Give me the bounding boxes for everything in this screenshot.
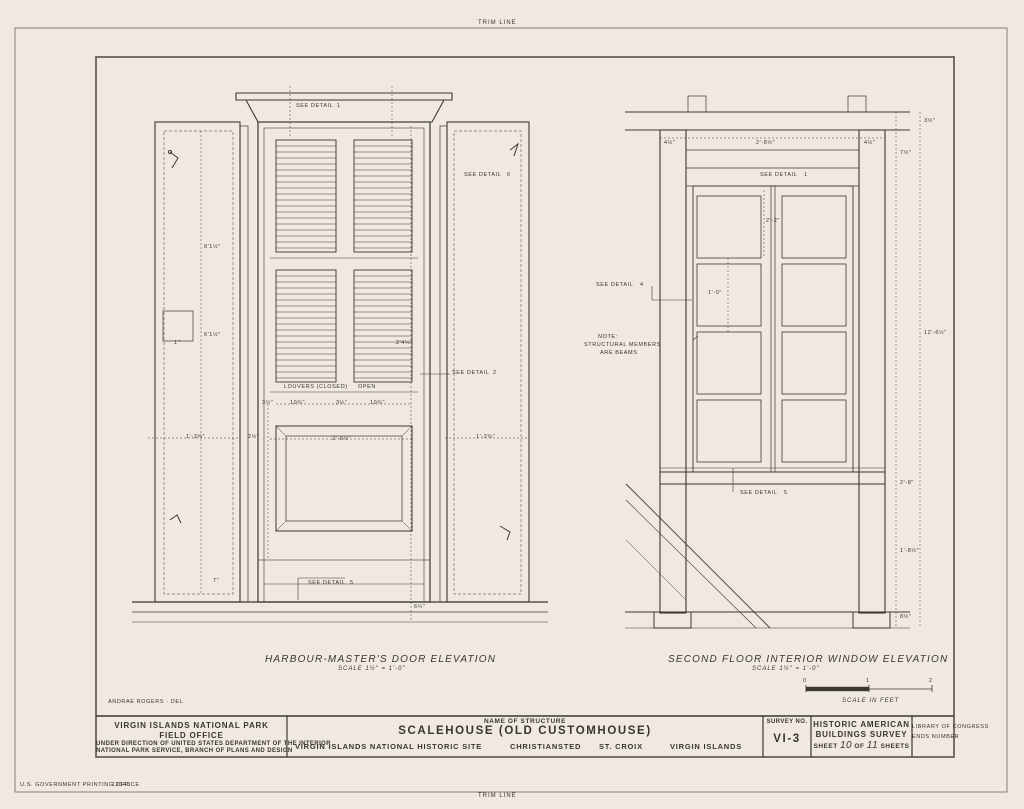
window-pane: [781, 263, 847, 327]
window-dim-side-e: 8½": [900, 614, 912, 620]
window-pane: [696, 399, 762, 463]
agency-line-2: FIELD OFFICE: [159, 731, 224, 740]
location-town: CHRISTIANSTED: [510, 742, 582, 751]
habs-line-2: BUILDINGS SURVEY: [815, 730, 908, 739]
sheets-word: SHEETS: [880, 743, 910, 750]
library-line-2: ENDS NUMBER: [912, 734, 960, 740]
window-dim-inner: 2'-2": [766, 218, 780, 224]
door-dim-vertical-a: 6¼": [414, 604, 426, 610]
louver-panel: [275, 269, 337, 383]
scale-tick-1: 1: [866, 678, 870, 684]
agency-line-4: NATIONAL PARK SERVICE, BRANCH OF PLANS A…: [96, 748, 293, 754]
door-detail-2-number: 2: [493, 370, 497, 376]
trim-line-bottom-label: TRIM LINE: [478, 793, 517, 799]
window-detail-4-number: 4: [640, 282, 644, 288]
window-dim-pane: 1'-0": [708, 290, 722, 296]
window-pane: [696, 195, 762, 259]
door-detail-5-number: 5: [350, 580, 354, 586]
door-dim-stile-b: 3½": [336, 400, 348, 406]
scale-tick-0: 0: [803, 678, 807, 684]
drawn-by: ANDRAE ROGERS · DEL.: [108, 699, 186, 705]
door-see-detail-6: SEE DETAIL: [464, 172, 502, 178]
scale-bar-label: SCALE IN FEET: [842, 698, 900, 704]
window-dim-top-left: 4½": [664, 140, 676, 146]
window-note-line-1: STRUCTURAL MEMBERS: [584, 342, 661, 348]
trim-line-top-label: TRIM LINE: [478, 20, 517, 26]
window-dim-top-width: 2'-8½": [756, 140, 776, 146]
location-island: ST. CROIX: [599, 742, 643, 751]
window-see-detail-4: SEE DETAIL: [596, 282, 634, 288]
window-see-detail-5: SEE DETAIL: [740, 490, 778, 496]
door-see-detail-5: SEE DETAIL: [308, 580, 346, 586]
printing-stamp: U.S. GOVERNMENT PRINTING OFFICE: [20, 782, 140, 788]
window-pane: [781, 399, 847, 463]
window-pane: [781, 331, 847, 395]
structure-name: SCALEHOUSE (OLD CUSTOMHOUSE): [398, 725, 652, 737]
door-dim-stile-a: 10¾": [290, 400, 306, 406]
door-dim-left-width: 1'-3¾": [186, 434, 206, 440]
door-louver-panels: [275, 139, 413, 383]
door-dim-bottom-a: 7": [213, 578, 220, 584]
window-elevation-scale: SCALE 1½" = 1'-0": [752, 666, 820, 672]
door-see-detail-1: SEE DETAIL: [296, 103, 334, 109]
window-see-detail-1: SEE DETAIL: [760, 172, 798, 178]
window-note-heading: NOTE:: [598, 334, 618, 340]
door-dim-stile-c: 10¾": [370, 400, 386, 406]
window-detail-1-number: 1: [804, 172, 808, 178]
door-dim-panel-width: 2'-6½": [332, 436, 352, 442]
window-panes: [696, 195, 847, 463]
habs-line-1: HISTORIC AMERICAN: [813, 720, 910, 729]
window-note-line-2: ARE BEAMS: [600, 350, 638, 356]
door-dim-vertical-b: 2'4½": [396, 340, 413, 346]
sheet-count: SHEET 10 OF 11 SHEETS: [811, 740, 912, 751]
window-elevation-title: SECOND FLOOR INTERIOR WINDOW ELEVATION: [668, 654, 949, 665]
sheet-word: SHEET: [813, 743, 838, 750]
door-louver-note: LOUVERS (CLOSED): [284, 384, 348, 390]
sheet-total: 11: [866, 740, 879, 751]
door-dim-bottom-b: 1'": [174, 340, 182, 346]
library-line-1: LIBRARY OF CONGRESS: [912, 724, 989, 730]
scale-tick-2: 2: [929, 678, 933, 684]
survey-number: VI-3: [773, 733, 801, 745]
location-territory: VIRGIN ISLANDS: [670, 742, 743, 751]
door-dim-right-width: 1'-2¾": [476, 434, 496, 440]
window-detail-5-number: 5: [784, 490, 788, 496]
window-elevation: [625, 95, 921, 629]
trim-lines: [14, 27, 1008, 793]
window-pane: [696, 263, 762, 327]
scale-bar: [805, 685, 933, 692]
location-site: VIRGIN ISLANDS NATIONAL HISTORIC SITE: [295, 742, 483, 751]
window-dim-side-a: 3½": [924, 118, 936, 124]
louver-panel: [353, 139, 413, 253]
door-dim-shutter-lower: 6'1½": [204, 332, 221, 338]
of-word: OF: [854, 743, 865, 750]
agency-line-3: UNDER DIRECTION OF UNITED STATES DEPARTM…: [96, 741, 331, 747]
window-dim-side-d: 1'-8½": [900, 548, 920, 554]
door-see-detail-2: SEE DETAIL: [452, 370, 490, 376]
window-dim-side-b: 7½": [900, 150, 912, 156]
agency-line-1: VIRGIN ISLANDS NATIONAL PARK: [114, 721, 269, 730]
door-elevation: [132, 86, 548, 623]
door-dim-gap-a: 3½": [262, 400, 274, 406]
door-louver-note-open: OPEN: [358, 384, 376, 390]
door-dim-gap-b: 2½": [248, 434, 260, 440]
structure-name-label: NAME OF STRUCTURE: [483, 718, 567, 725]
door-elevation-scale: SCALE 1½" = 1'-0": [338, 666, 406, 672]
louver-panel: [353, 269, 413, 383]
sheet-number: 10: [839, 740, 853, 751]
door-dim-shutter-height: 8'1½": [204, 244, 221, 250]
door-detail-1-number: 1: [337, 103, 341, 109]
louver-panel: [275, 139, 337, 253]
window-dim-side-total: 12'-6½": [924, 330, 947, 336]
door-elevation-title: HARBOUR-MASTER'S DOOR ELEVATION: [265, 654, 497, 665]
door-detail-6-number: 6: [507, 172, 511, 178]
survey-number-label: SURVEY NO.: [766, 719, 808, 725]
window-pane: [696, 331, 762, 395]
printing-code: 12345: [112, 782, 131, 788]
title-block-frame: [96, 715, 954, 757]
window-dim-side-c: 2'-8": [900, 480, 914, 486]
window-dim-top-right: 4½": [864, 140, 876, 146]
window-pane: [781, 195, 847, 259]
